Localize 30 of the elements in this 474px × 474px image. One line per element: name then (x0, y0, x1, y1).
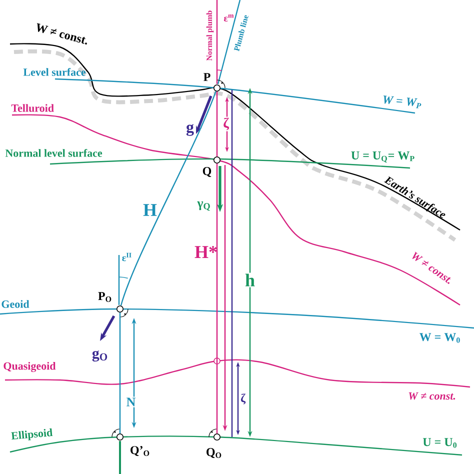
curve-label: Ellipsoid (10, 428, 53, 440)
quantity-label: H* (194, 246, 217, 258)
quantity-label: ζ (222, 116, 230, 132)
curve-label: Geoid (2, 300, 30, 308)
curve-label: Normal level surface (5, 149, 102, 157)
axis-label: Normal plumb (206, 10, 214, 61)
curve-label: W ≠ const. (408, 392, 456, 400)
curve-label: W = W$_{P}$ (384, 96, 422, 108)
vector-label: g$_{O}$ (92, 350, 108, 362)
plumb-line (216, 92, 218, 156)
curve-label: U = U$_{Q}$= W$_{P}$ (351, 152, 414, 162)
quantity-label: h (244, 272, 256, 288)
quantity-label: N (125, 396, 137, 408)
curve-label: U = U$_{0}$ (422, 438, 457, 448)
curve-label: Level surface (23, 68, 86, 76)
vector-label: γ$_{Q}$ (197, 201, 210, 211)
plumb-line (120, 91, 216, 306)
angle-label: ε$^{II}$ (122, 252, 132, 262)
plumb-line (216, 164, 218, 434)
curve-label: W ≠ const. (412, 252, 451, 284)
curve-label: W ≠ const. (36, 23, 87, 45)
curve-label: Quasigeoid (4, 362, 56, 372)
plumb-line (119, 312, 121, 434)
axis-label: Plumb line (234, 15, 248, 52)
quantity-label: ζ (240, 394, 246, 404)
quantity-label: H (143, 204, 157, 216)
curve-label: Telluroid (11, 104, 54, 112)
angle-label: ε$^{m}$ (224, 14, 234, 22)
vector-label: g (186, 124, 194, 136)
curve-label: W = W$_{0}$ (420, 333, 460, 343)
